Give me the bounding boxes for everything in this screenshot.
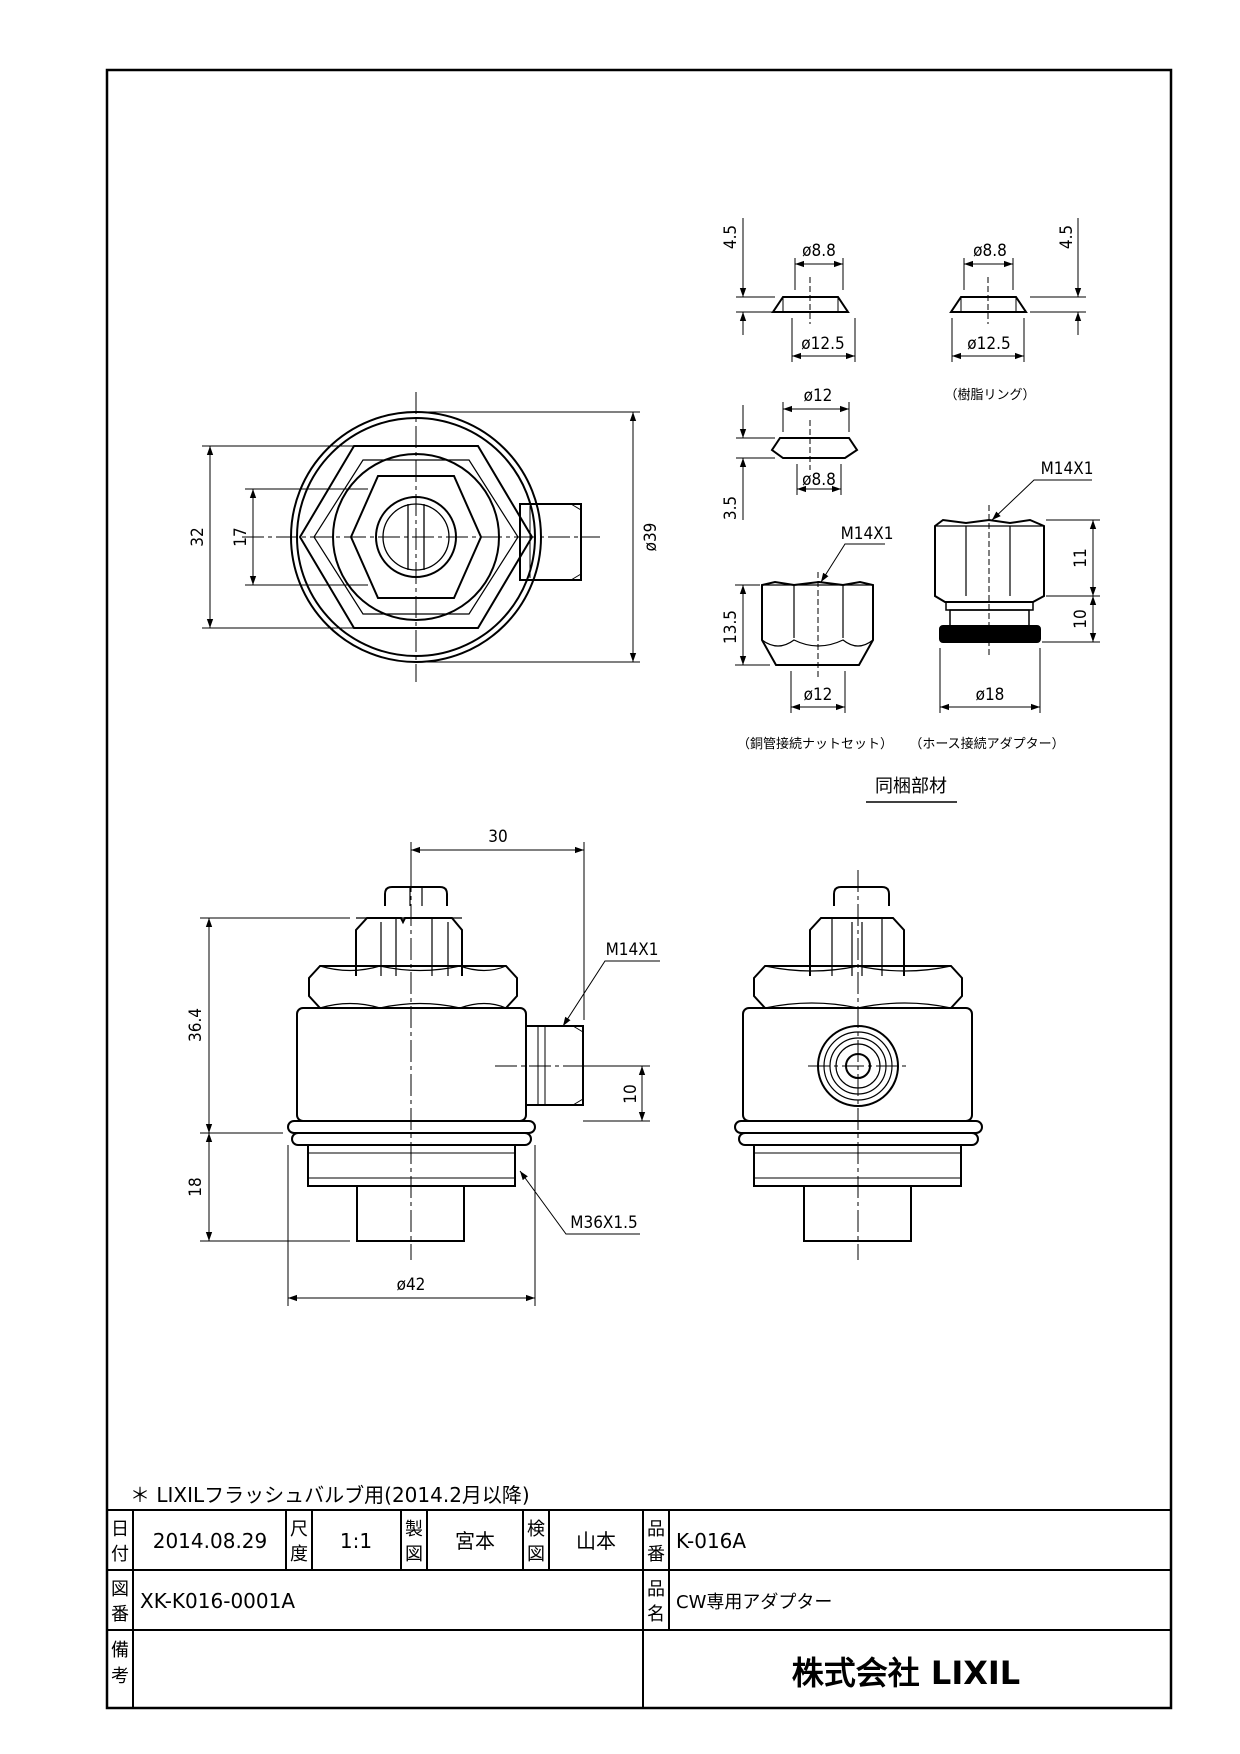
label-checked-1: 検 — [527, 1519, 545, 1540]
accessory-group-label: 同梱部材 — [875, 776, 947, 797]
ring2-dia-8-8: ø8.8 — [973, 241, 1007, 261]
date-value: 2014.08.29 — [153, 1529, 268, 1553]
label-partname-2: 名 — [647, 1604, 665, 1625]
ring1-dia-8-8: ø8.8 — [802, 241, 836, 261]
part-nut-set — [735, 543, 885, 713]
label-remarks-2: 考 — [111, 1666, 129, 1687]
label-drawingno-2: 番 — [111, 1604, 129, 1625]
drawing-frame — [105, 68, 1173, 1710]
label-partno-1: 品 — [647, 1519, 665, 1540]
scale-value: 1:1 — [340, 1529, 372, 1553]
title-block — [107, 1509, 1171, 1708]
hose-thread-label: M14X1 — [1041, 459, 1094, 479]
hose-dia-18: ø18 — [976, 685, 1005, 705]
label-date-2: 付 — [111, 1544, 129, 1565]
label-drawn-2: 図 — [405, 1544, 423, 1565]
dim-dia-39: ø39 — [641, 523, 661, 552]
thread-m14-label: M14X1 — [606, 940, 659, 960]
dim-36-4: 36.4 — [186, 1008, 206, 1042]
label-drawn-1: 製 — [405, 1519, 423, 1540]
label-scale-1: 尺 — [290, 1519, 308, 1540]
label-checked-2: 図 — [527, 1544, 545, 1565]
hose-caption: （ホース接続アダプター） — [909, 736, 1064, 752]
dim-17: 17 — [231, 527, 251, 546]
hose-dim-11: 11 — [1071, 548, 1091, 567]
dim-32: 32 — [188, 527, 208, 546]
dim-dia-42: ø42 — [397, 1275, 426, 1295]
label-drawingno-1: 図 — [111, 1579, 129, 1600]
thread-m36-label: M36X1.5 — [570, 1213, 637, 1233]
drawing-no-value: XK-K016-0001A — [140, 1589, 295, 1613]
ring1-dia-12-5: ø12.5 — [801, 334, 844, 354]
ring2-dia-12-5: ø12.5 — [967, 334, 1010, 354]
label-scale-2: 度 — [290, 1544, 308, 1565]
part-hose-adapter — [934, 479, 1100, 713]
dim-30: 30 — [488, 827, 507, 847]
checked-value: 山本 — [576, 1529, 616, 1553]
front-view — [200, 842, 660, 1306]
part-name-value: CW専用アダプター — [676, 1592, 832, 1613]
label-partno-2: 番 — [647, 1544, 665, 1565]
hose-dim-10: 10 — [1071, 609, 1091, 628]
ring2-dim-4-5: 4.5 — [1057, 225, 1077, 249]
ring3-dia-12: ø12 — [804, 386, 833, 406]
label-date-1: 日 — [111, 1519, 129, 1540]
nut-dia-12: ø12 — [804, 685, 833, 705]
part-ring-3 — [736, 402, 859, 520]
part-ring-1 — [736, 218, 856, 362]
footnote: ＊ LIXILフラッシュバルブ用(2014.2月以降) — [130, 1483, 530, 1507]
part-ring-2 — [949, 218, 1086, 362]
ring1-dim-4-5: 4.5 — [721, 225, 741, 249]
ring3-dia-8-8: ø8.8 — [802, 470, 836, 490]
nut-caption: （銅管接続ナットセット） — [737, 736, 893, 752]
nut-thread-label: M14X1 — [841, 524, 894, 544]
dim-10-port: 10 — [621, 1084, 641, 1103]
part-no-value: K-016A — [676, 1529, 746, 1553]
label-partname-1: 品 — [647, 1579, 665, 1600]
ring2-caption: （樹脂リング） — [944, 388, 1035, 403]
drawn-value: 宮本 — [455, 1529, 495, 1553]
ring3-dim-3-5: 3.5 — [721, 496, 741, 520]
company-logo: 株式会社 LIXIL — [792, 1654, 1020, 1692]
label-remarks-1: 備 — [111, 1640, 129, 1661]
nut-dim-13-5: 13.5 — [721, 610, 741, 644]
top-view — [202, 392, 640, 682]
right-view — [734, 870, 983, 1260]
dim-18: 18 — [186, 1177, 206, 1196]
